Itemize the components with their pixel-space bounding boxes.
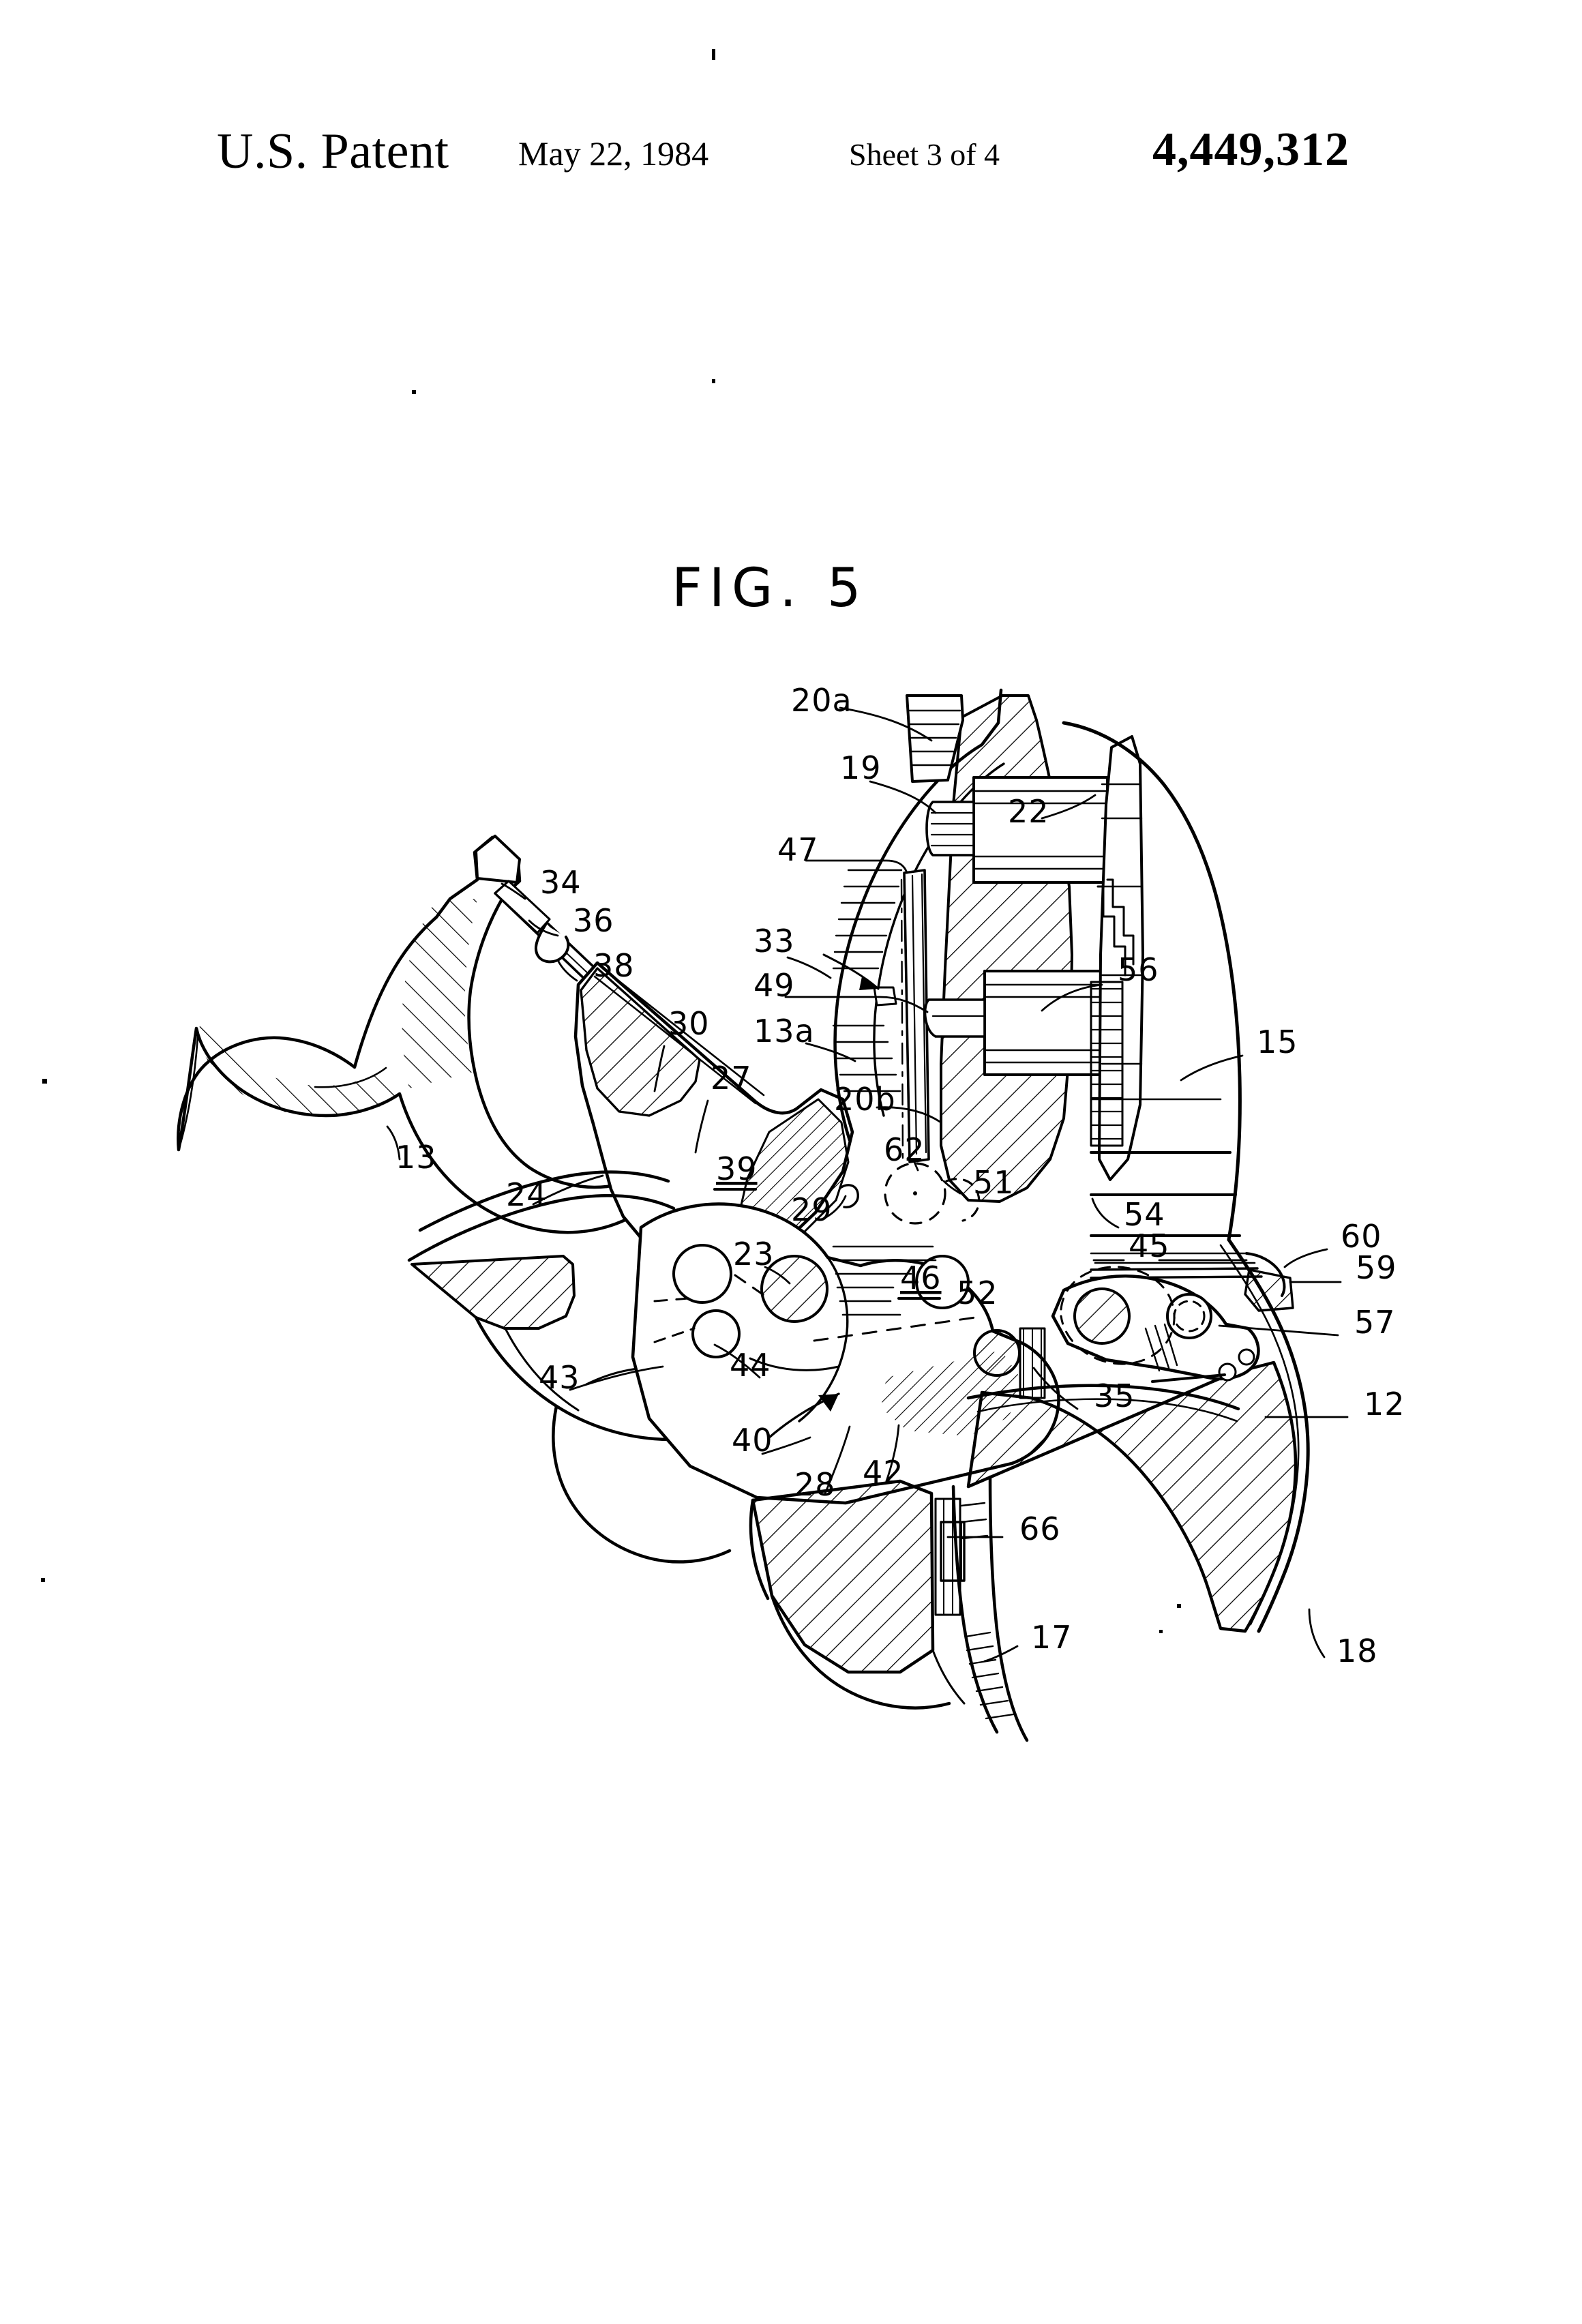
reference-numeral-20a: 20a: [791, 682, 852, 719]
reference-numeral-59: 59: [1356, 1249, 1397, 1286]
reference-numeral-18: 18: [1337, 1633, 1378, 1669]
reference-numeral-13: 13: [395, 1139, 437, 1176]
scan-speck: [41, 1578, 45, 1582]
reference-numeral-15: 15: [1257, 1024, 1298, 1060]
reference-numeral-40: 40: [732, 1422, 773, 1459]
reference-numeral-39: 39: [716, 1150, 758, 1187]
part-plate-46: [631, 1162, 1060, 1505]
patent-date: May 22, 1984: [518, 134, 709, 173]
reference-numeral-44: 44: [730, 1347, 771, 1384]
reference-numeral-45: 45: [1129, 1227, 1170, 1264]
reference-numeral-49: 49: [753, 967, 795, 1004]
reference-numeral-30: 30: [668, 1005, 710, 1042]
figure-title: FIG. 5: [672, 558, 868, 619]
leader-arrow-40: [768, 1392, 840, 1439]
patent-number: 4,449,312: [1152, 123, 1349, 176]
part-lever-39: [407, 961, 859, 1268]
reference-numeral-47: 47: [777, 831, 819, 868]
scan-speck: [1159, 1630, 1163, 1633]
reference-numeral-24: 24: [506, 1176, 548, 1213]
reference-numeral-28: 28: [794, 1466, 836, 1503]
sheet-header: U.S. Patent May 22, 1984 Sheet 3 of 4 4,…: [0, 123, 1582, 198]
reference-numeral-60: 60: [1341, 1218, 1382, 1255]
part-stem-17: [749, 1475, 1029, 1742]
part-gear-22: [925, 776, 1109, 884]
scan-speck: [1177, 1604, 1181, 1608]
part-housing-20a: [822, 688, 1144, 1203]
reference-numeral-46: 46: [900, 1260, 942, 1296]
reference-numeral-52: 52: [957, 1275, 998, 1311]
reference-numeral-20b: 20b: [834, 1081, 896, 1118]
reference-numeral-57: 57: [1354, 1304, 1396, 1341]
scan-speck: [412, 390, 416, 394]
reference-numeral-38: 38: [593, 947, 635, 984]
reference-numeral-62: 62: [884, 1131, 925, 1168]
reference-numeral-54: 54: [1124, 1196, 1165, 1233]
reference-numeral-43: 43: [539, 1359, 580, 1396]
patent-office-title: U.S. Patent: [217, 123, 449, 179]
scan-speck: [712, 379, 715, 383]
reference-numeral-51: 51: [973, 1164, 1015, 1201]
reference-numeral-17: 17: [1031, 1619, 1073, 1656]
leader-lines: [386, 706, 1349, 1663]
scan-speck: [42, 1079, 47, 1084]
reference-numeral-33: 33: [753, 923, 795, 959]
sheet-number: Sheet 3 of 4: [849, 137, 1000, 172]
reference-numeral-22: 22: [1008, 793, 1049, 830]
reference-numeral-19: 19: [840, 749, 882, 786]
reference-numeral-66: 66: [1019, 1510, 1061, 1547]
part-handle-13: [177, 835, 691, 1234]
reference-numeral-42: 42: [863, 1454, 904, 1491]
scan-speck: [712, 49, 715, 60]
reference-numeral-34: 34: [540, 864, 582, 901]
part-housing-15: [966, 721, 1310, 1633]
reference-numeral-13a: 13a: [753, 1013, 815, 1049]
reference-numeral-27: 27: [711, 1060, 752, 1097]
reference-numeral-36: 36: [573, 902, 614, 939]
reference-numeral-12: 12: [1364, 1386, 1405, 1422]
reference-numeral-29: 29: [791, 1191, 833, 1228]
part-cam-57: [966, 1266, 1294, 1422]
reference-numeral-56: 56: [1118, 951, 1159, 988]
reference-numeral-35: 35: [1094, 1377, 1135, 1414]
reference-numeral-23: 23: [733, 1236, 775, 1272]
